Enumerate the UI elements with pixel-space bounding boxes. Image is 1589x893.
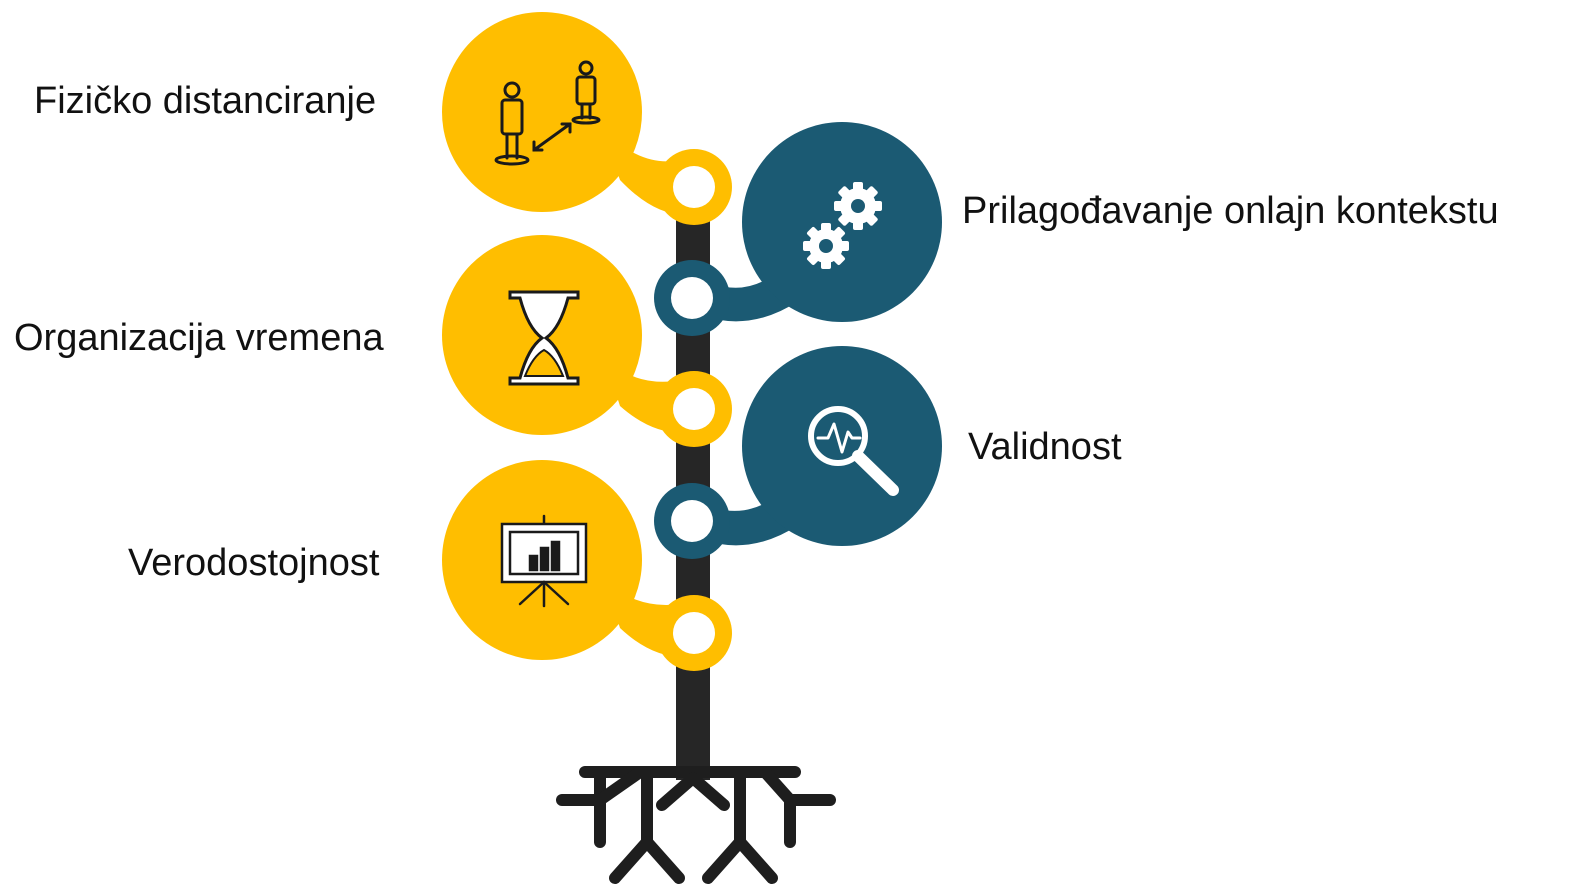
node-validnost [654, 346, 942, 559]
magnifier-pulse-icon [808, 406, 899, 496]
label-organizacija-vremena: Organizacija vremena [14, 317, 384, 359]
node-prilagodjavanje [654, 122, 942, 336]
node-organizacija-vremena [442, 235, 732, 447]
tree-roots [556, 766, 836, 884]
hourglass-icon [508, 290, 580, 386]
label-validnost: Validnost [968, 426, 1122, 468]
node-fizicko-distanciranje [442, 12, 732, 225]
label-fizicko-distanciranje: Fizičko distanciranje [34, 80, 377, 122]
label-prilagodjavanje-onlajn-kontekstu: Prilagođavanje onlajn kontekstu [962, 190, 1499, 232]
people-distance-icon [494, 60, 601, 166]
presentation-board-icon [500, 514, 588, 608]
node-verodostojnost [442, 460, 732, 671]
label-verodostojnost: Verodostojnost [128, 542, 380, 584]
gears-icon [803, 182, 882, 269]
